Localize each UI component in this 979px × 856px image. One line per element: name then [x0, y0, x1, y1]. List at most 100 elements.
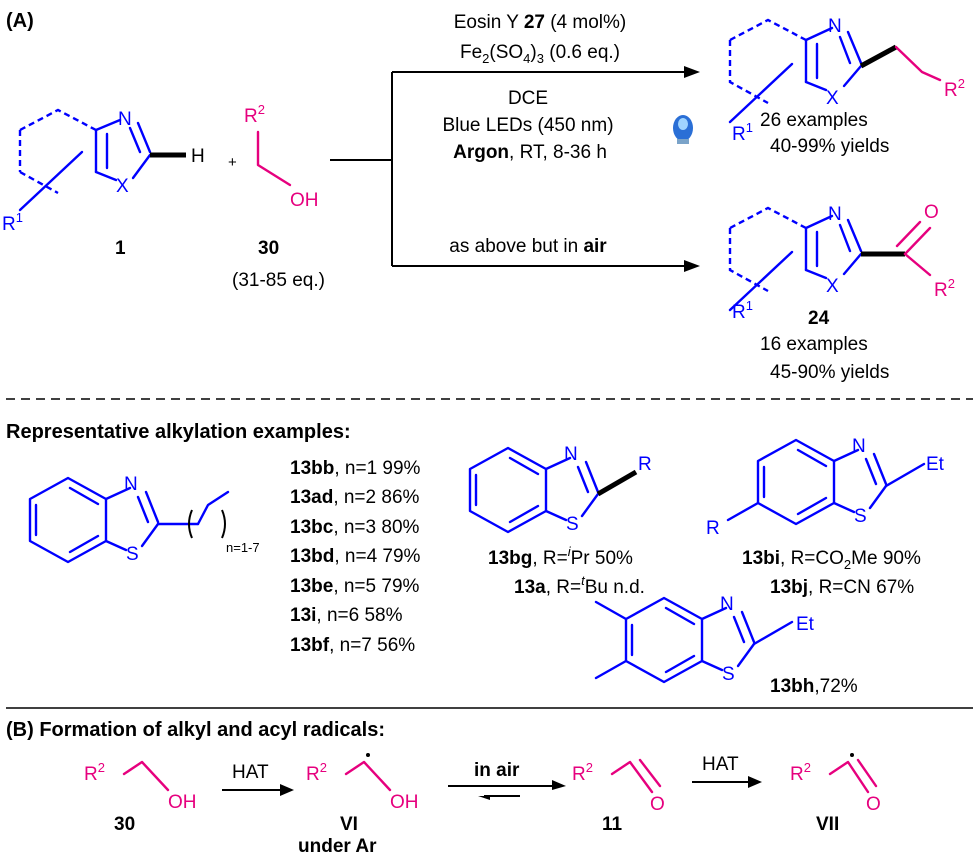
bg-r-label: R — [638, 454, 652, 475]
b-compound-vi-label: VI — [340, 814, 358, 835]
branched-reaction-arrow — [330, 66, 700, 272]
product-acyl-r1: R1 — [732, 298, 753, 323]
b-compound-30-label: 30 — [114, 814, 135, 835]
bi-r-label: R — [706, 518, 720, 539]
b-30-r2: R2 — [84, 760, 105, 785]
chain-length-label: n=1-7 — [226, 540, 260, 555]
b-30-chain — [122, 760, 170, 792]
ring-fusion-bond — [94, 128, 109, 174]
bond-c-n — [94, 118, 122, 132]
example-13bi: 13bi, R=CO2Me 90% — [742, 548, 921, 572]
section-b-heading: (B) Formation of alkyl and acyl radicals… — [6, 719, 385, 741]
bi-atom-s: S — [854, 506, 867, 527]
b-vi-r2: R2 — [306, 760, 327, 785]
product-alkyl-yields: 40-99% yields — [770, 136, 889, 157]
solvent-text: DCE — [508, 88, 548, 109]
example-13bc: 13bc, n=3 80% — [290, 517, 420, 538]
equilibrium-forward-head — [552, 780, 566, 790]
product-alkyl-atom-n: N — [828, 16, 842, 37]
b-11-chain — [610, 758, 662, 794]
product-acyl-atom-o: O — [924, 202, 939, 223]
product-alkyl-structure — [728, 18, 942, 124]
dashed-arene-bottom — [19, 170, 59, 195]
product-alkyl-atom-x: X — [826, 88, 839, 109]
hydroxyl-label: OH — [290, 190, 319, 211]
reactant-1-structure — [18, 108, 186, 212]
bi-atom-n: N — [852, 436, 866, 457]
bg-atom-n: N — [564, 444, 578, 465]
b-compound-vii-label: VII — [816, 814, 839, 835]
equilibrium-reverse-head — [478, 796, 490, 800]
chain-examples-list: 13bb, n=1 99% 13ad, n=2 86% 13bc, n=3 80… — [290, 458, 421, 656]
bg-atom-s: S — [566, 514, 579, 535]
b-30-oh: OH — [168, 792, 197, 813]
b-compound-11-label: 11 — [602, 814, 623, 835]
example-13be: 13be, n=5 79% — [290, 576, 420, 597]
bond-x-c — [94, 170, 118, 182]
atom-h: H — [191, 146, 205, 167]
hat-label-2: HAT — [702, 754, 739, 775]
benzothiazole-chain-structure — [28, 476, 230, 564]
plus-sign: + — [228, 154, 237, 171]
benzothiazole-dimethyl-structure — [594, 596, 794, 684]
in-air-label: in air — [474, 760, 520, 781]
compound-24-label: 24 — [808, 308, 830, 329]
example-13a: 13a, R=tBu n.d. — [514, 573, 645, 598]
b-vi-chain — [344, 760, 392, 792]
product-acyl-r2: R2 — [934, 276, 955, 301]
catalyst-text: Eosin Y 27 (4 mol%) — [454, 12, 627, 33]
example-13bd: 13bd, n=4 79% — [290, 546, 421, 567]
b-vi-oh: OH — [390, 792, 419, 813]
radical-dot-vi — [366, 753, 370, 757]
atom-x: X — [116, 176, 129, 197]
product-acyl-atom-n: N — [828, 204, 842, 225]
r1-substituent-bond — [18, 150, 84, 212]
example-13bj: 13bj, R=CN 67% — [770, 577, 914, 598]
product-alkyl-r1: R1 — [732, 120, 753, 145]
dashed-arene-top — [19, 108, 97, 132]
compound-30-label: 30 — [258, 238, 279, 259]
atom-n: N — [118, 109, 132, 130]
bh-et-label: Et — [796, 614, 815, 635]
b-vii-chain — [828, 758, 878, 794]
chain-example-atom-n: N — [124, 474, 138, 495]
r1-label: R1 — [2, 210, 23, 235]
compound-1-label: 1 — [115, 238, 126, 259]
product-alkyl-r2: R2 — [944, 76, 965, 101]
alcohol-chain — [256, 130, 292, 187]
bond-n-c2 — [128, 121, 152, 154]
bond-c2-x — [131, 153, 152, 180]
b-11-r2: R2 — [572, 760, 593, 785]
radical-dot-vii — [850, 753, 854, 757]
product-acyl-yields: 45-90% yields — [770, 362, 889, 383]
hat-arrow-2-head — [748, 776, 762, 788]
section-a-label: (A) — [6, 10, 34, 32]
light-source-text: Blue LEDs (450 nm) — [442, 115, 613, 136]
b-under-ar-label: under Ar — [298, 836, 377, 856]
hat-arrow-1-head — [280, 784, 294, 796]
iron-salt-text: Fe2(SO4)3 (0.6 eq.) — [460, 42, 620, 66]
product-acyl-atom-x: X — [826, 276, 839, 297]
b-vii-o: O — [866, 794, 881, 815]
chain-example-atom-s: S — [126, 544, 139, 565]
blue-led-icon — [673, 115, 693, 144]
r2-label: R2 — [244, 102, 265, 127]
b-11-o: O — [650, 794, 665, 815]
example-13bh: 13bh,72% — [770, 676, 858, 697]
product-acyl-examples: 16 examples — [760, 334, 868, 355]
bh-atom-s: S — [722, 664, 735, 685]
atmosphere-text: Argon, RT, 8-36 h — [453, 142, 607, 163]
benzothiazole-et-r-structure — [726, 438, 926, 526]
bh-atom-n: N — [720, 594, 734, 615]
example-13i: 13i, n=6 58% — [290, 605, 403, 626]
bi-et-label: Et — [926, 454, 945, 475]
example-13bg: 13bg, R=iPr 50% — [488, 544, 633, 569]
benzothiazole-r-structure — [468, 446, 638, 534]
example-13ad: 13ad, n=2 86% — [290, 487, 420, 508]
examples-heading: Representative alkylation examples: — [6, 421, 351, 443]
b-vii-r2: R2 — [790, 760, 811, 785]
hat-label-1: HAT — [232, 762, 269, 783]
product-acyl-structure — [728, 206, 932, 312]
equiv-label: (31-85 eq.) — [232, 270, 325, 291]
